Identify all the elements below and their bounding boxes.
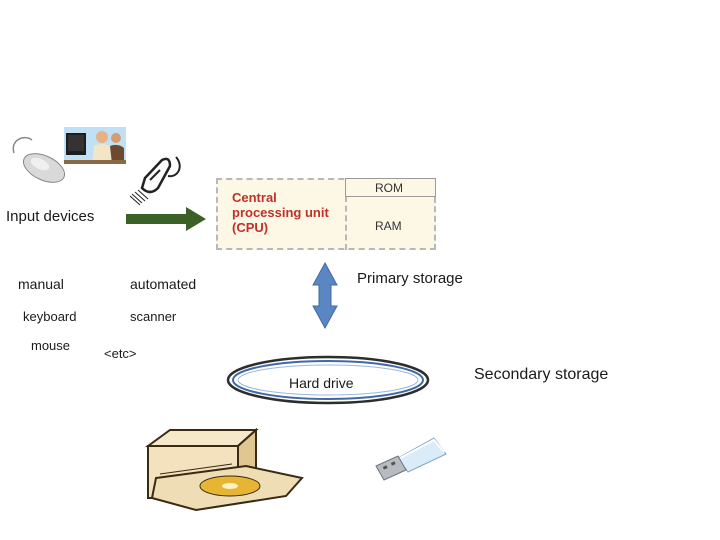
input-category-automated: automated (130, 276, 197, 292)
cpu-ram-divider (345, 196, 349, 250)
person-computer-icon (64, 127, 126, 164)
input-arrow (126, 207, 206, 231)
usb-drive-icon (375, 437, 447, 481)
input-example-etc: <etc> (104, 346, 137, 361)
input-devices-label: Input devices (6, 208, 95, 225)
hard-drive-label: Hard drive (289, 375, 354, 391)
secondary-storage-label: Secondary storage (474, 366, 609, 383)
barcode-scanner-icon (129, 156, 181, 206)
input-example-keyboard: keyboard (23, 309, 77, 324)
rom-label: ROM (375, 181, 403, 195)
optical-drive-icon (144, 427, 304, 512)
input-category-manual: manual (18, 276, 64, 292)
hard-drive-ellipse (226, 355, 430, 405)
input-example-mouse: mouse (31, 338, 71, 353)
input-example-scanner: scanner (130, 309, 177, 324)
storage-double-arrow (312, 261, 338, 330)
rom-box (345, 178, 436, 197)
ram-label: RAM (375, 219, 402, 233)
cpu-label: Central processing unit (CPU) (232, 190, 329, 235)
mouse-icon (12, 136, 66, 183)
primary-storage-label: Primary storage (357, 270, 463, 287)
